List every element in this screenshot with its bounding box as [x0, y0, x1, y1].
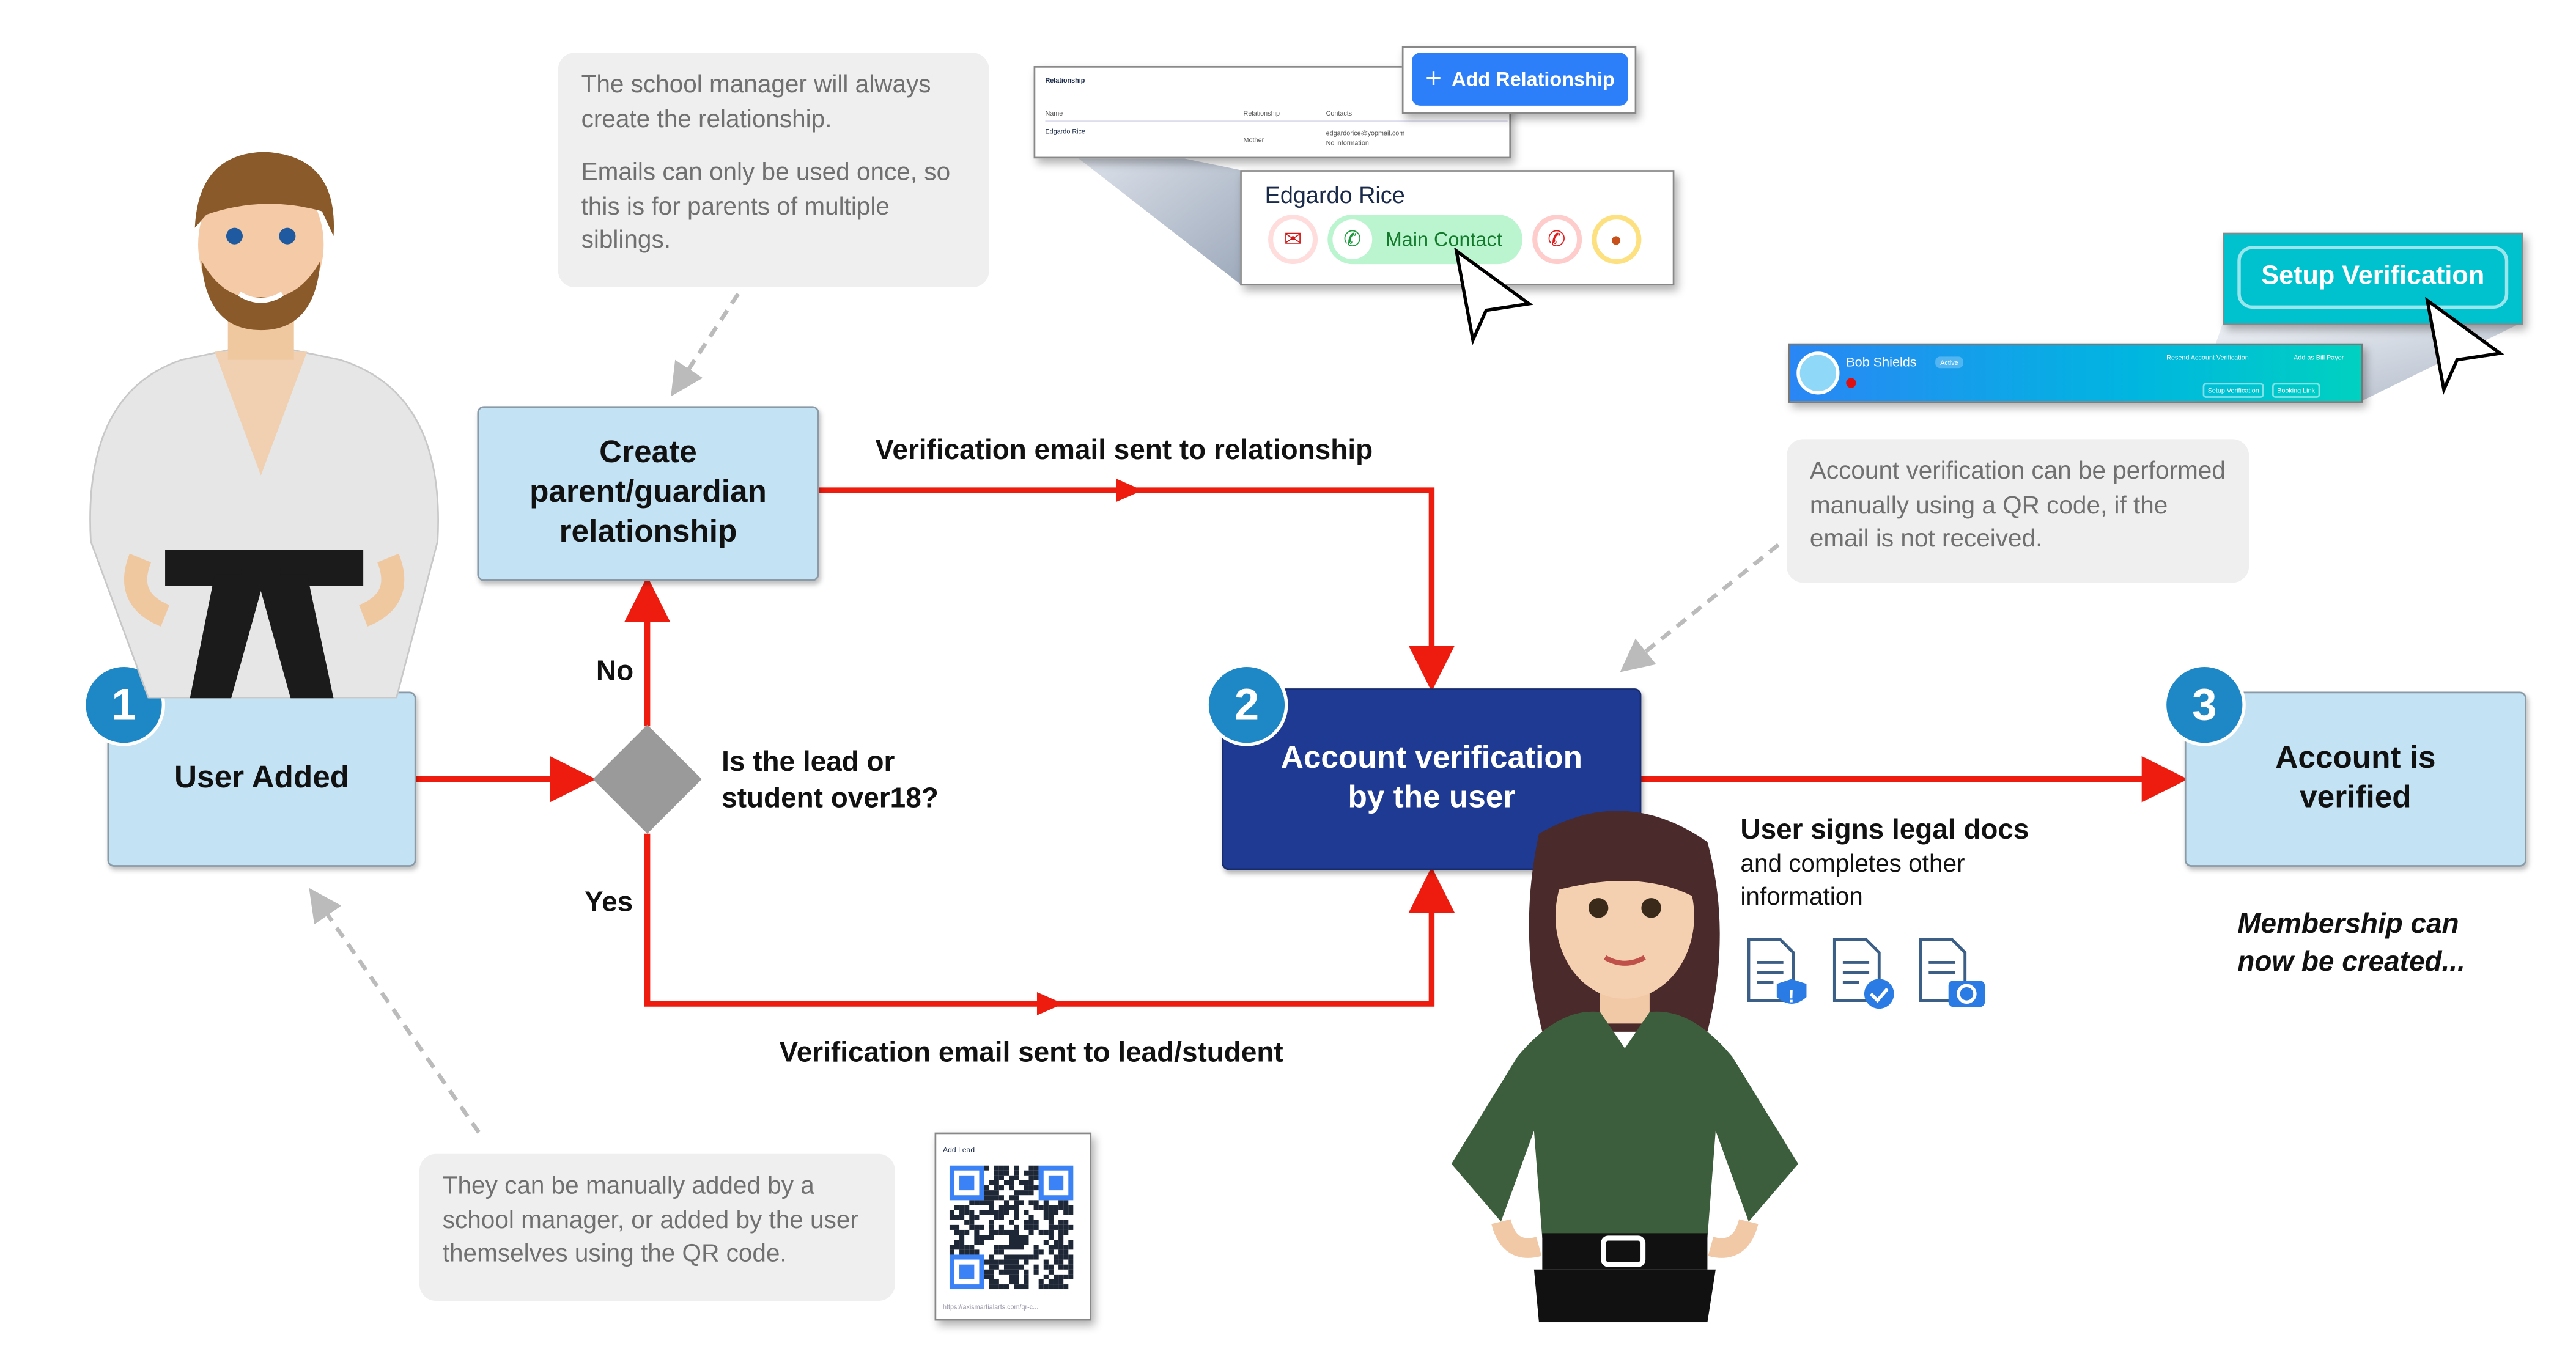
unverified-icon [1846, 378, 1856, 388]
qr-code [949, 1165, 1074, 1290]
note-pointer [671, 292, 740, 397]
decision-diamond [592, 724, 702, 834]
avatar [1796, 351, 1840, 395]
note-text: Account verification can be performed ma… [1809, 457, 2226, 553]
contact-zoom-callout: Edgardo Rice ✉ ✆ Main Contact ✆ ● [1240, 170, 1675, 286]
column-header: Relationship [1243, 109, 1280, 117]
box-label: Account is verified [2275, 741, 2436, 816]
document-icons: ! [1747, 938, 1985, 1009]
column-header: Contacts [1326, 109, 1353, 117]
row-email: edgardorice@yopmail.com [1326, 128, 1405, 138]
add-relationship-button[interactable]: + Add Relationship [1412, 53, 1628, 106]
note-text: They can be manually added by a school m… [442, 1172, 858, 1268]
note-text: Emails can only be used once, so this is… [581, 158, 951, 254]
create-relationship-box: Create parent/guardian relationship [477, 406, 819, 581]
edge-label-relationship: Verification email sent to relationship [875, 434, 1373, 466]
contact-name: Edgardo Rice [1264, 182, 1405, 208]
family-icon[interactable]: ● [1591, 215, 1641, 265]
edge-label-no: No [596, 655, 634, 687]
profile-name: Bob Shields [1846, 355, 1917, 370]
step-badge-2: 2 [1205, 663, 1288, 746]
profile-header-screenshot: Bob Shields Active Resend Account Verifi… [1788, 343, 2363, 403]
add-relationship-callout: + Add Relationship [1401, 46, 1637, 114]
qr-url: https://axismartialarts.com/qr-c... [943, 1302, 1039, 1311]
membership-text: Membership can now be created... [2237, 908, 2465, 977]
setup-verification-button[interactable]: Setup Verification [2202, 383, 2264, 398]
note-relationship: The school manager will always create th… [558, 53, 989, 287]
status-badge: Active [1935, 356, 1963, 369]
column-header: Name [1045, 109, 1063, 117]
plus-icon: + [1425, 62, 1442, 94]
qr-finder [1048, 1175, 1064, 1191]
cursor-icon [2425, 297, 2504, 396]
row-phone: No information [1326, 138, 1369, 147]
phone-icon[interactable]: ✆ [1532, 215, 1582, 265]
main-contact-pill[interactable]: ✆ Main Contact [1327, 215, 1522, 265]
student-illustration [1451, 811, 1798, 1323]
step-badge-3: 3 [2163, 663, 2246, 746]
document-camera-icon [1919, 938, 1985, 1007]
document-check-icon [1832, 938, 1894, 1009]
instructor-illustration [89, 152, 439, 699]
row-name: Edgardo Rice [1045, 127, 1085, 136]
box-label: Account verification by the user [1280, 741, 1583, 816]
user-signs-body: and completes other information [1740, 849, 1965, 911]
document-alert-icon: ! [1747, 938, 1807, 1006]
note-pointer [1620, 543, 1780, 672]
row-relationship: Mother [1243, 135, 1264, 144]
user-signs-title: User signs legal docs [1740, 814, 2029, 845]
setup-verification-callout: Setup Verification [2223, 232, 2523, 326]
decision-label: Is the lead or student over18? [722, 746, 939, 814]
note-pointer [309, 888, 481, 1134]
qr-finder [959, 1264, 975, 1279]
resend-verification-link[interactable]: Resend Account Verification [2166, 353, 2249, 362]
cursor-icon [1454, 248, 1533, 346]
qr-code-card: Add Lead https://axismartialarts.com/qr-… [934, 1132, 1092, 1321]
box-label: User Added [174, 760, 350, 796]
main-contact-label: Main Contact [1385, 227, 1502, 251]
edge-label-yes: Yes [585, 886, 633, 918]
qr-card-title: Add Lead [943, 1146, 975, 1154]
note-manual-verification: Account verification can be performed ma… [1787, 439, 2249, 583]
phone-icon: ✆ [1332, 219, 1373, 259]
button-label: Add Relationship [1452, 67, 1615, 91]
note-user-added: They can be manually added by a school m… [419, 1153, 895, 1301]
edge-label-lead: Verification email sent to lead/student [779, 1036, 1283, 1069]
user-signs-text: User signs legal docs and completes othe… [1740, 814, 2070, 915]
arrow-relationship-email [819, 487, 1455, 692]
divider [1045, 120, 1508, 122]
contact-icons: ✉ ✆ Main Contact ✆ ● [1268, 215, 1641, 265]
qr-finder [959, 1175, 975, 1191]
step-badge-1: 1 [83, 663, 166, 746]
note-text: The school manager will always create th… [581, 71, 931, 133]
email-icon[interactable]: ✉ [1268, 215, 1318, 265]
setup-verification-button-zoomed[interactable]: Setup Verification [2237, 246, 2509, 309]
booking-link-button[interactable]: Booking Link [2272, 383, 2320, 398]
box-label: Create parent/guardian relationship [530, 435, 767, 550]
svg-text:!: ! [1788, 986, 1795, 1006]
table-title: Relationship [1045, 76, 1085, 84]
add-bill-payer-link[interactable]: Add as Bill Payer [2294, 353, 2344, 362]
